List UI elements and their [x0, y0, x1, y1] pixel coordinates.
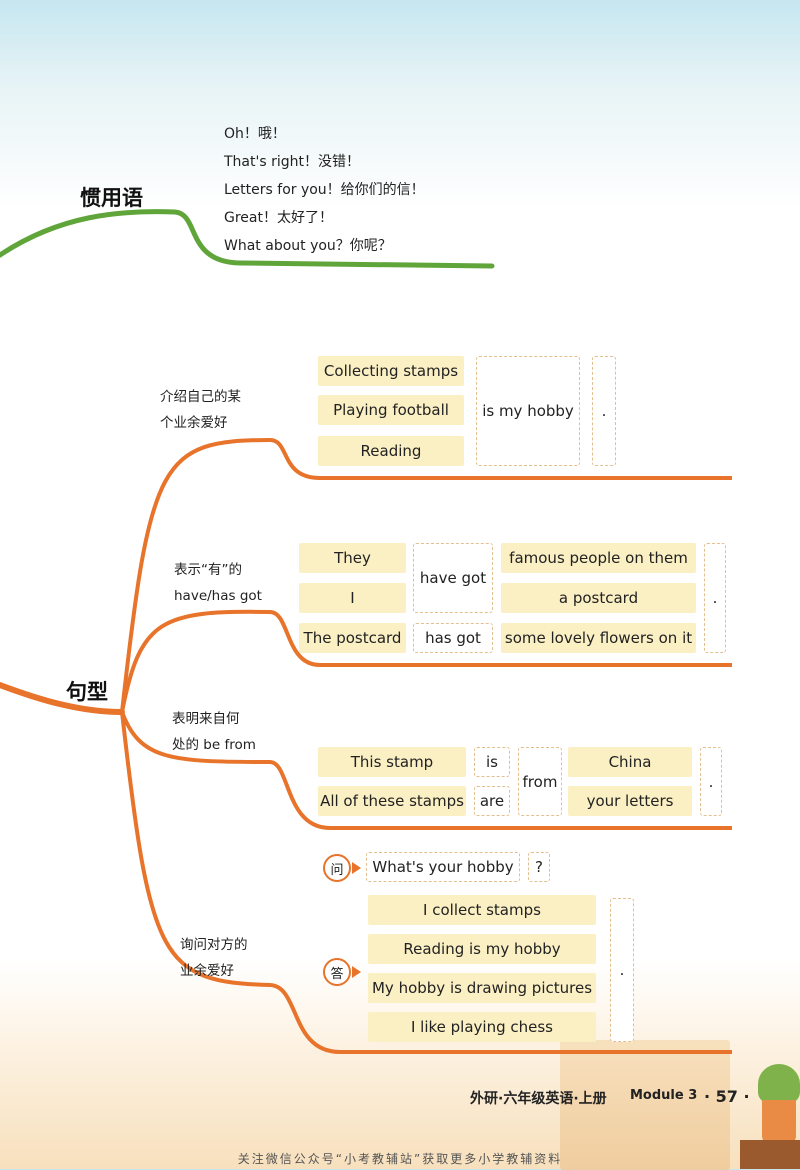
question-marker: 问 [323, 854, 351, 882]
category-label-line: 表示“有”的 [174, 562, 242, 578]
verb-box: have got [413, 543, 493, 613]
verb-box: are [474, 786, 510, 816]
idiom-item: Letters for you！给你们的信！ [224, 182, 425, 198]
object-box: famous people on them [501, 543, 696, 573]
punctuation-box: ? [528, 852, 550, 882]
arrow-right-icon [352, 862, 361, 874]
shelf-decoration [740, 1140, 800, 1169]
object-box: a postcard [501, 583, 696, 613]
subject-box: Reading [318, 436, 464, 466]
idioms-heading: 惯用语 [80, 186, 143, 210]
have-got-branch [120, 609, 732, 713]
predicate-box: is my hobby [476, 356, 580, 466]
be-from-branch [120, 711, 732, 830]
idiom-item: Great！太好了！ [224, 210, 333, 226]
answer-box: I collect stamps [368, 895, 596, 925]
verb-box: is [474, 747, 510, 777]
page-number: · 57 · [704, 1087, 750, 1106]
idiom-item: What about you？你呢？ [224, 238, 392, 254]
verb-box: has got [413, 623, 493, 653]
subject-box: The postcard [299, 623, 406, 653]
arrow-right-icon [352, 966, 361, 978]
background-door [560, 1040, 730, 1170]
hobby-branch [120, 437, 732, 713]
category-label-line: 个业余爱好 [160, 415, 228, 431]
book-title: 外研·六年级英语·上册 [470, 1091, 607, 1107]
category-label-line: 询问对方的 [180, 937, 248, 953]
watermark-text: 关注微信公众号“小考教辅站”获取更多小学教辅资料 [237, 1152, 563, 1166]
idiom-item: Oh！哦！ [224, 126, 286, 142]
patterns-heading: 句型 [66, 680, 108, 704]
category-label-line: 表明来自何 [172, 711, 240, 727]
subject-box: They [299, 543, 406, 573]
answer-marker: 答 [323, 958, 351, 986]
module-label: Module 3 [630, 1088, 698, 1103]
answer-box: My hobby is drawing pictures [368, 973, 596, 1003]
answer-box: I like playing chess [368, 1012, 596, 1042]
category-label-line: 处的 be from [172, 737, 256, 753]
flower-pot [762, 1100, 796, 1144]
category-label-line: 业余爱好 [180, 963, 234, 979]
punctuation-box: . [704, 543, 726, 653]
subject-box: Playing football [318, 395, 464, 425]
plant-decoration [758, 1064, 800, 1104]
idiom-branch [0, 209, 495, 269]
subject-box: I [299, 583, 406, 613]
punctuation-box: . [610, 898, 634, 1042]
subject-box: All of these stamps [318, 786, 466, 816]
object-box: some lovely flowers on it [501, 623, 696, 653]
pattern-trunk [0, 682, 125, 715]
subject-box: Collecting stamps [318, 356, 464, 386]
punctuation-box: . [592, 356, 616, 466]
preposition-box: from [518, 747, 562, 816]
answer-box: Reading is my hobby [368, 934, 596, 964]
category-label-line: have/has got [174, 588, 262, 604]
ask-hobby-branch [120, 711, 732, 1054]
idiom-item: That's right！没错！ [224, 154, 360, 170]
punctuation-box: . [700, 747, 722, 816]
place-box: your letters [568, 786, 692, 816]
category-label-line: 介绍自己的某 [160, 389, 241, 405]
place-box: China [568, 747, 692, 777]
question-box: What's your hobby [366, 852, 520, 882]
subject-box: This stamp [318, 747, 466, 777]
